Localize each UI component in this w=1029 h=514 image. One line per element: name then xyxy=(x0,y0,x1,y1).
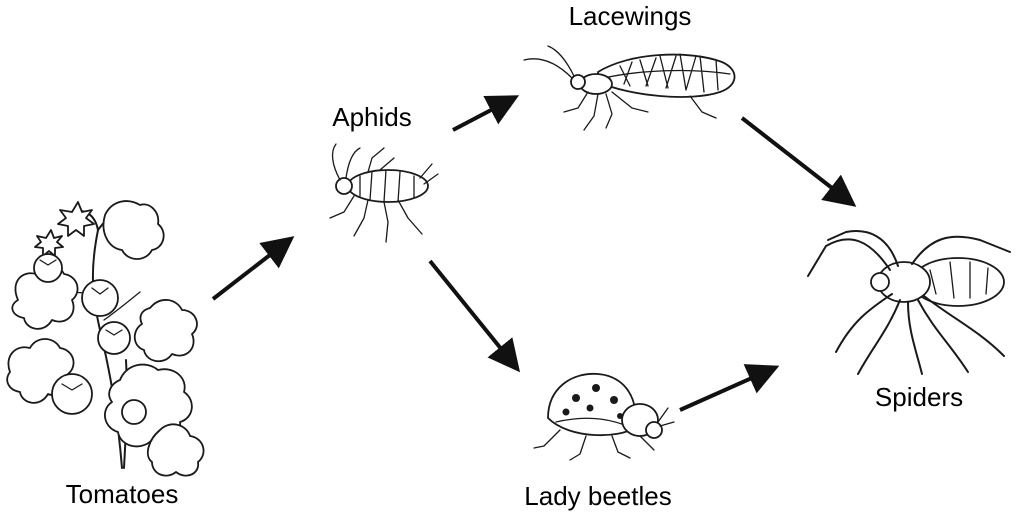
lady-beetle-illustration xyxy=(534,374,674,460)
arrow-lacewings-to-spiders xyxy=(742,118,850,202)
arrow-aphids-to-lady-beetles xyxy=(430,261,515,366)
spiders-label: Spiders xyxy=(875,382,963,413)
lady-beetles-label: Lady beetles xyxy=(524,481,671,512)
flower-icon xyxy=(35,202,94,256)
lacewings-label: Lacewings xyxy=(569,1,692,32)
lacewing-illustration xyxy=(524,46,735,130)
arrow-lady-beetles-to-spiders xyxy=(680,369,772,410)
aphid-illustration xyxy=(330,144,438,242)
aphids-label: Aphids xyxy=(332,102,412,133)
tomato-plant-illustration xyxy=(7,201,203,476)
tomatoes-label: Tomatoes xyxy=(66,479,179,510)
arrow-tomatoes-to-aphids xyxy=(213,241,288,299)
spider-illustration xyxy=(808,231,1010,374)
arrow-aphids-to-lacewings xyxy=(453,99,512,130)
arrows xyxy=(213,99,850,410)
